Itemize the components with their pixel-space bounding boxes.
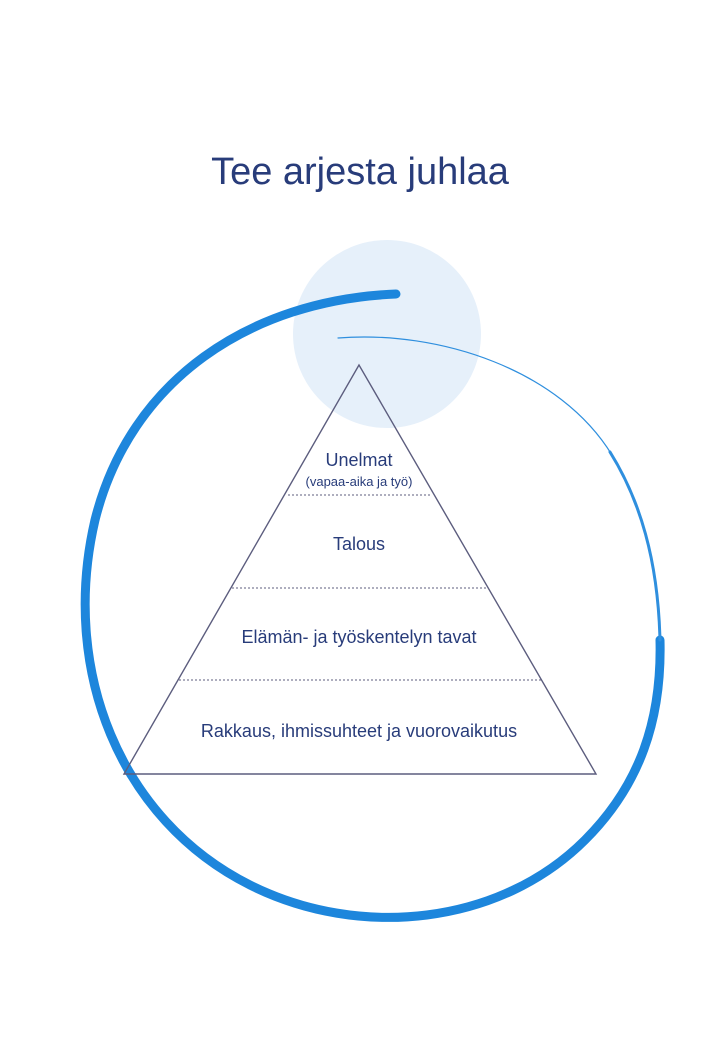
pyramid-level-2-label: Talous [333, 534, 385, 554]
page-title: Tee arjesta juhlaa [211, 151, 510, 193]
pyramid-outline [122, 363, 598, 775]
pyramid-level-1-label: Unelmat [325, 450, 392, 470]
apex-bubble [293, 240, 481, 428]
outer-circle-arc-mid [608, 450, 662, 642]
pyramid-level-4-label: Rakkaus, ihmissuhteet ja vuorovaikutus [201, 721, 517, 741]
outer-circle-arc-thick [80, 289, 665, 922]
outer-circle-arc-thin-top [337, 336, 613, 456]
pyramid-level-3-label: Elämän- ja työskentelyn tavat [241, 627, 476, 647]
pyramid-level-1-sublabel: (vapaa-aika ja työ) [306, 474, 413, 489]
